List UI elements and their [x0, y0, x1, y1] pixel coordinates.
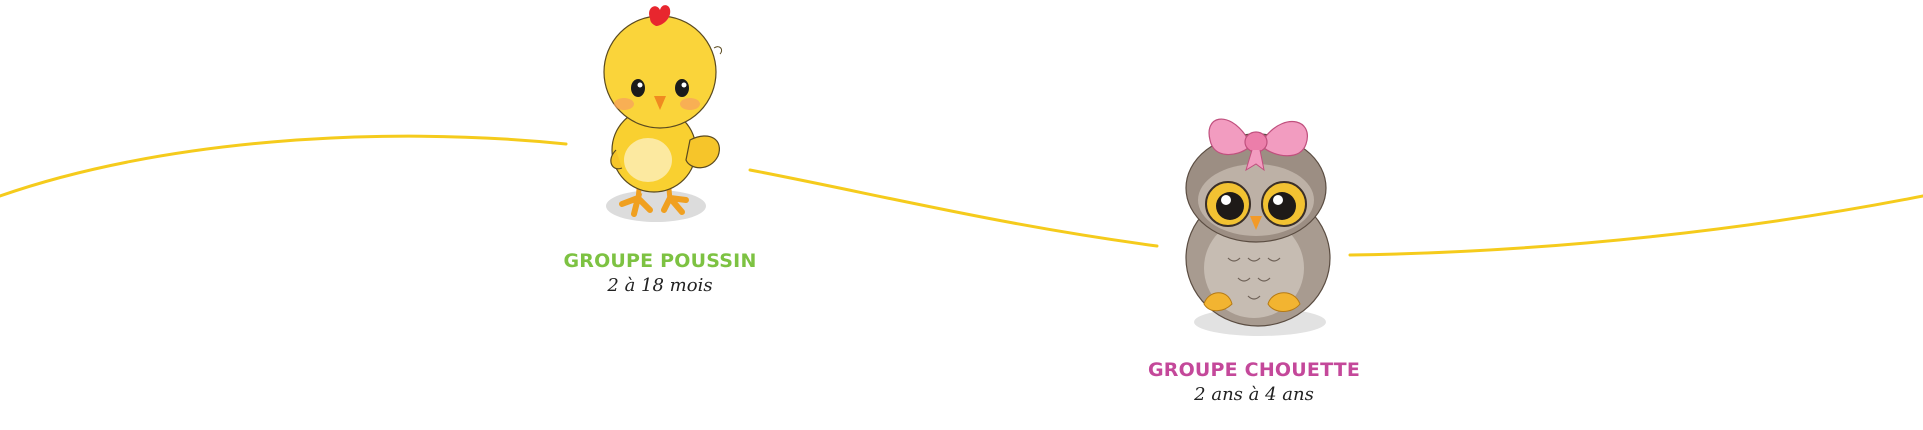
group-poussin: GROUPE POUSSIN 2 à 18 mois	[548, 249, 772, 299]
group-title: GROUPE POUSSIN	[563, 250, 757, 272]
group-chouette: GROUPE CHOUETTE 2 ans à 4 ans	[1138, 358, 1370, 408]
owl-icon	[1185, 118, 1331, 336]
group-title: GROUPE CHOUETTE	[1147, 359, 1361, 381]
chick-icon	[603, 5, 723, 222]
group-age: 2 à 18 mois	[607, 275, 713, 296]
group-age: 2 ans à 4 ans	[1194, 384, 1314, 405]
